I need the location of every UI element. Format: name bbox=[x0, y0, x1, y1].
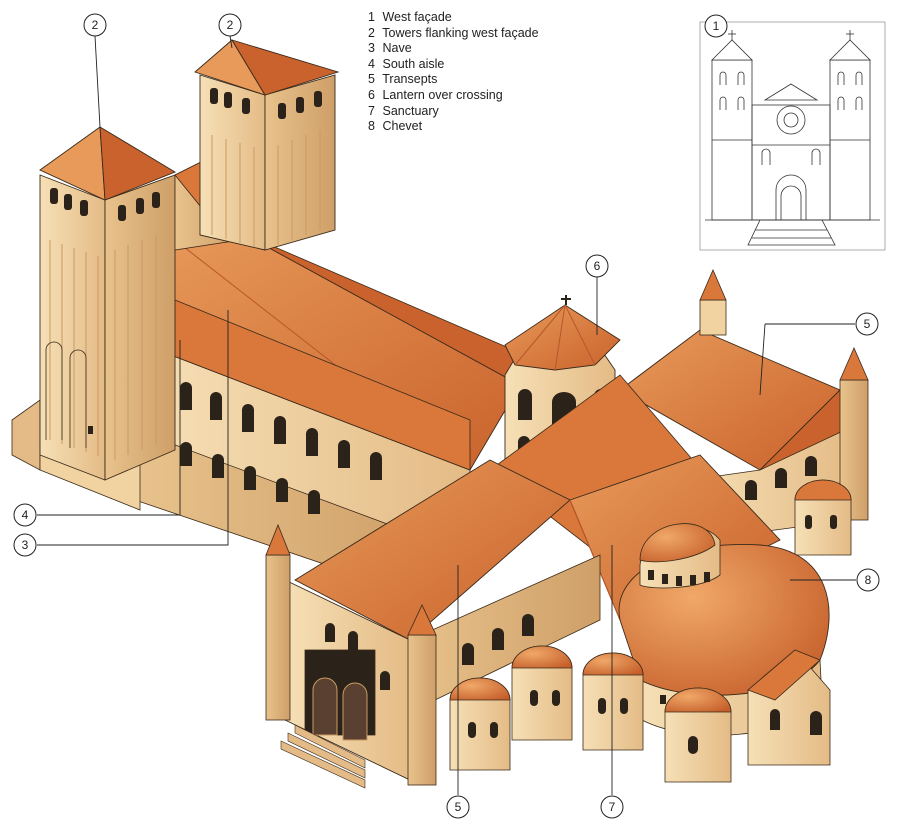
callout-transept-south: 5 bbox=[446, 795, 470, 819]
svg-text:2: 2 bbox=[227, 18, 234, 32]
legend-item: 6 Lantern over crossing bbox=[368, 87, 503, 102]
callout-tower-left: 2 bbox=[83, 13, 107, 37]
chapel-gabled bbox=[747, 649, 831, 766]
legend-item: 3 Nave bbox=[368, 41, 412, 56]
legend-item: 5 Transepts bbox=[368, 72, 438, 87]
svg-text:3: 3 bbox=[22, 538, 29, 552]
svg-text:5: 5 bbox=[455, 800, 462, 814]
callout-chevet: 8 bbox=[856, 568, 880, 592]
svg-text:6: 6 bbox=[594, 259, 601, 273]
chapel bbox=[664, 687, 732, 783]
leader-lines bbox=[37, 35, 856, 795]
legend: 1 West façade 2 Towers flanking west faç… bbox=[368, 10, 539, 135]
svg-text:2: 2 bbox=[92, 18, 99, 32]
callout-lantern: 6 bbox=[585, 254, 609, 278]
transept-south bbox=[265, 523, 601, 789]
legend-item: 7 Sanctuary bbox=[368, 103, 439, 118]
callouts: 2 2 1 6 5 4 3 8 bbox=[13, 13, 880, 819]
callout-transept-north: 5 bbox=[855, 312, 879, 336]
callout-aisle: 4 bbox=[13, 503, 37, 527]
radiating-chapels bbox=[449, 645, 831, 783]
callout-nave: 3 bbox=[13, 533, 37, 557]
legend-item: 2 Towers flanking west façade bbox=[368, 25, 539, 40]
facade-elevation-inset bbox=[699, 21, 886, 251]
legend-item: 1 West façade bbox=[368, 10, 452, 24]
tower-right bbox=[194, 39, 340, 251]
callout-tower-right: 2 bbox=[218, 13, 242, 37]
chapel bbox=[511, 645, 573, 741]
legend-item: 8 Chevet bbox=[368, 119, 423, 134]
svg-text:5: 5 bbox=[864, 317, 871, 331]
nave bbox=[134, 231, 562, 601]
callout-facade-inset: 1 bbox=[704, 14, 728, 38]
chapel bbox=[582, 652, 644, 751]
svg-text:7: 7 bbox=[609, 800, 616, 814]
svg-text:4: 4 bbox=[22, 508, 29, 522]
legend-item: 4 South aisle bbox=[368, 56, 445, 71]
svg-text:8: 8 bbox=[865, 573, 872, 587]
chapel bbox=[449, 677, 511, 771]
steps bbox=[280, 724, 366, 789]
tower-left bbox=[11, 126, 177, 511]
callout-sanctuary: 7 bbox=[600, 795, 624, 819]
svg-text:1: 1 bbox=[713, 19, 720, 33]
